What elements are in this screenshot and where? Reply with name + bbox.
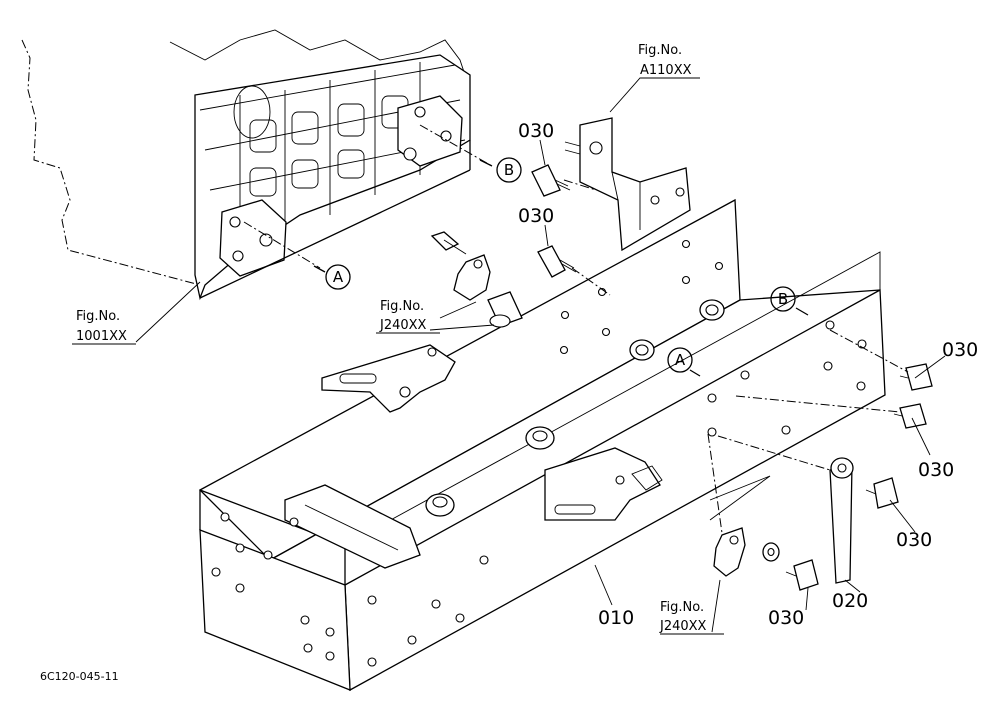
part-label-010: 010 — [598, 607, 634, 629]
part-label-030-f: 030 — [768, 607, 804, 629]
fig-no-label-bracket: Fig.No. — [638, 43, 682, 58]
fig-no-label-fitting-lower: Fig.No. — [660, 600, 704, 615]
fig-ref-bracket: A110XX — [640, 63, 692, 78]
engine-block — [21, 29, 471, 301]
part-label-030-c: 030 — [942, 339, 978, 361]
part-label-030-e: 030 — [896, 529, 932, 551]
bolt-icon — [893, 403, 927, 429]
marker-b-upper-label: B — [504, 161, 514, 179]
bolt-icon — [865, 477, 899, 509]
earth-strap-020 — [829, 457, 854, 584]
drawing-code: 6C120-045-11 — [40, 670, 119, 683]
marker-b-upper: B — [479, 157, 522, 183]
bolt-icon — [537, 245, 577, 278]
fitting-j240xx-lower — [713, 527, 780, 577]
marker-a-lower: A — [667, 347, 701, 377]
bracket-a110xx — [564, 117, 691, 252]
bolt-icon — [531, 164, 571, 197]
marker-a-lower-label: A — [675, 351, 686, 369]
fig-no-label-fitting-upper: Fig.No. — [380, 299, 424, 314]
part-label-030-a: 030 — [518, 120, 554, 142]
fig-ref-fitting-lower: J240XX — [659, 619, 707, 634]
marker-a-upper-label: A — [333, 268, 344, 286]
part-label-020: 020 — [832, 590, 868, 612]
fig-no-label-engine: Fig.No. — [76, 309, 120, 324]
part-label-030-b: 030 — [518, 205, 554, 227]
marker-b-lower-label: B — [778, 290, 788, 308]
fitting-j240xx-upper — [430, 231, 523, 328]
frame-assembly — [198, 198, 886, 692]
marker-b-lower: B — [770, 286, 809, 316]
bolt-icon — [785, 559, 819, 591]
fig-ref-fitting-upper: J240XX — [379, 318, 427, 333]
fig-ref-engine: 1001XX — [76, 329, 127, 344]
leader-lines — [72, 77, 946, 635]
part-label-030-d: 030 — [918, 459, 954, 481]
marker-a-upper: A — [313, 264, 351, 290]
